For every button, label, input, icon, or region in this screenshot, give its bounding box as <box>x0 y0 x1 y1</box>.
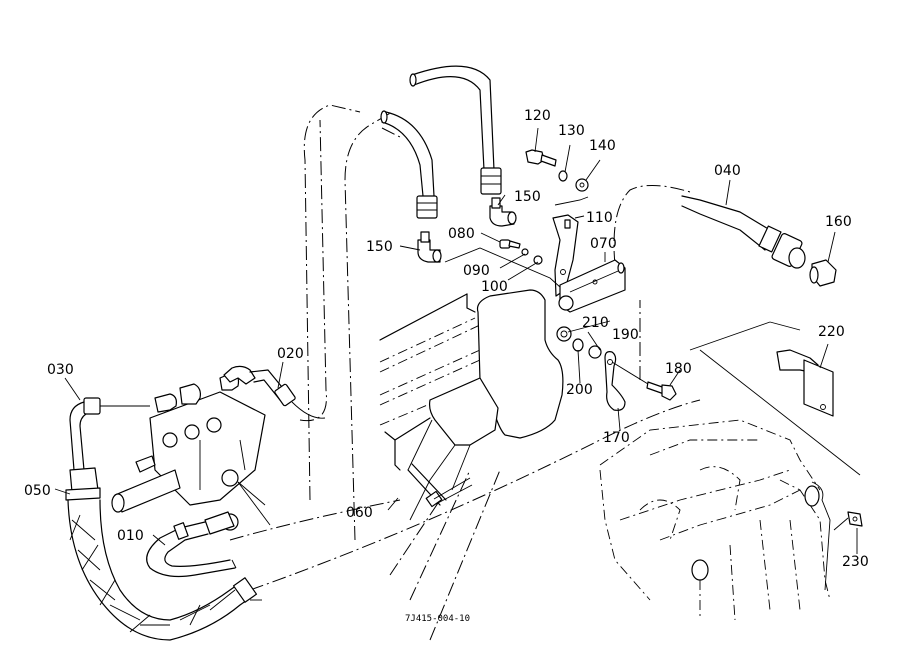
label-190[interactable]: 190 <box>612 327 639 343</box>
transmission-housing <box>599 419 831 621</box>
label-070[interactable]: 070 <box>590 236 617 252</box>
hose-030-050 <box>65 397 262 641</box>
label-160[interactable]: 160 <box>825 214 852 230</box>
adapter-160 <box>809 259 837 287</box>
leader-lines <box>54 127 858 554</box>
label-200[interactable]: 200 <box>566 382 593 398</box>
washer-090 <box>521 248 529 256</box>
hose-upper-right <box>409 65 502 195</box>
lock-washer-130 <box>558 170 568 182</box>
bolt-080 <box>499 239 521 249</box>
clamp-060 <box>407 463 473 508</box>
label-100[interactable]: 100 <box>481 279 508 295</box>
label-020[interactable]: 020 <box>277 346 304 362</box>
nut-100 <box>533 255 543 265</box>
lock-washer-200 <box>572 338 584 352</box>
tank <box>407 289 564 521</box>
label-150b[interactable]: 150 <box>514 189 541 205</box>
plate-230 <box>847 511 863 527</box>
label-050[interactable]: 050 <box>24 483 51 499</box>
label-090[interactable]: 090 <box>463 263 490 279</box>
label-140[interactable]: 140 <box>589 138 616 154</box>
block-070 <box>558 259 626 313</box>
label-080[interactable]: 080 <box>448 226 475 242</box>
label-130[interactable]: 130 <box>558 123 585 139</box>
label-150a[interactable]: 150 <box>366 239 393 255</box>
elbow-fitting-150b <box>489 197 517 227</box>
nut-210 <box>556 326 572 342</box>
label-010[interactable]: 010 <box>117 528 144 544</box>
bolt-180 <box>646 381 677 401</box>
washer-190 <box>588 345 602 359</box>
hose-clip-170 <box>604 351 626 411</box>
label-180[interactable]: 180 <box>665 361 692 377</box>
hose-routing-lines <box>229 104 701 641</box>
label-230[interactable]: 230 <box>842 554 869 570</box>
plate-220 <box>776 349 834 417</box>
hose-010 <box>146 511 239 578</box>
control-valve <box>111 371 271 526</box>
washer-140 <box>575 178 589 192</box>
label-060[interactable]: 060 <box>346 505 373 521</box>
hose-upper-left <box>380 110 438 219</box>
hose-020 <box>223 365 326 419</box>
label-120[interactable]: 120 <box>524 108 551 124</box>
label-030[interactable]: 030 <box>47 362 74 378</box>
hose-040 <box>681 195 806 269</box>
part-labels: 010 020 030 040 050 060 070 080 090 100 … <box>24 108 869 624</box>
bolt-120 <box>525 149 557 167</box>
label-110[interactable]: 110 <box>586 210 613 226</box>
label-040[interactable]: 040 <box>714 163 741 179</box>
drawing-code: 7J415-004-10 <box>405 614 470 624</box>
label-220[interactable]: 220 <box>818 324 845 340</box>
label-210[interactable]: 210 <box>582 315 609 331</box>
label-170[interactable]: 170 <box>603 430 630 446</box>
elbow-fitting-150a <box>417 231 442 263</box>
